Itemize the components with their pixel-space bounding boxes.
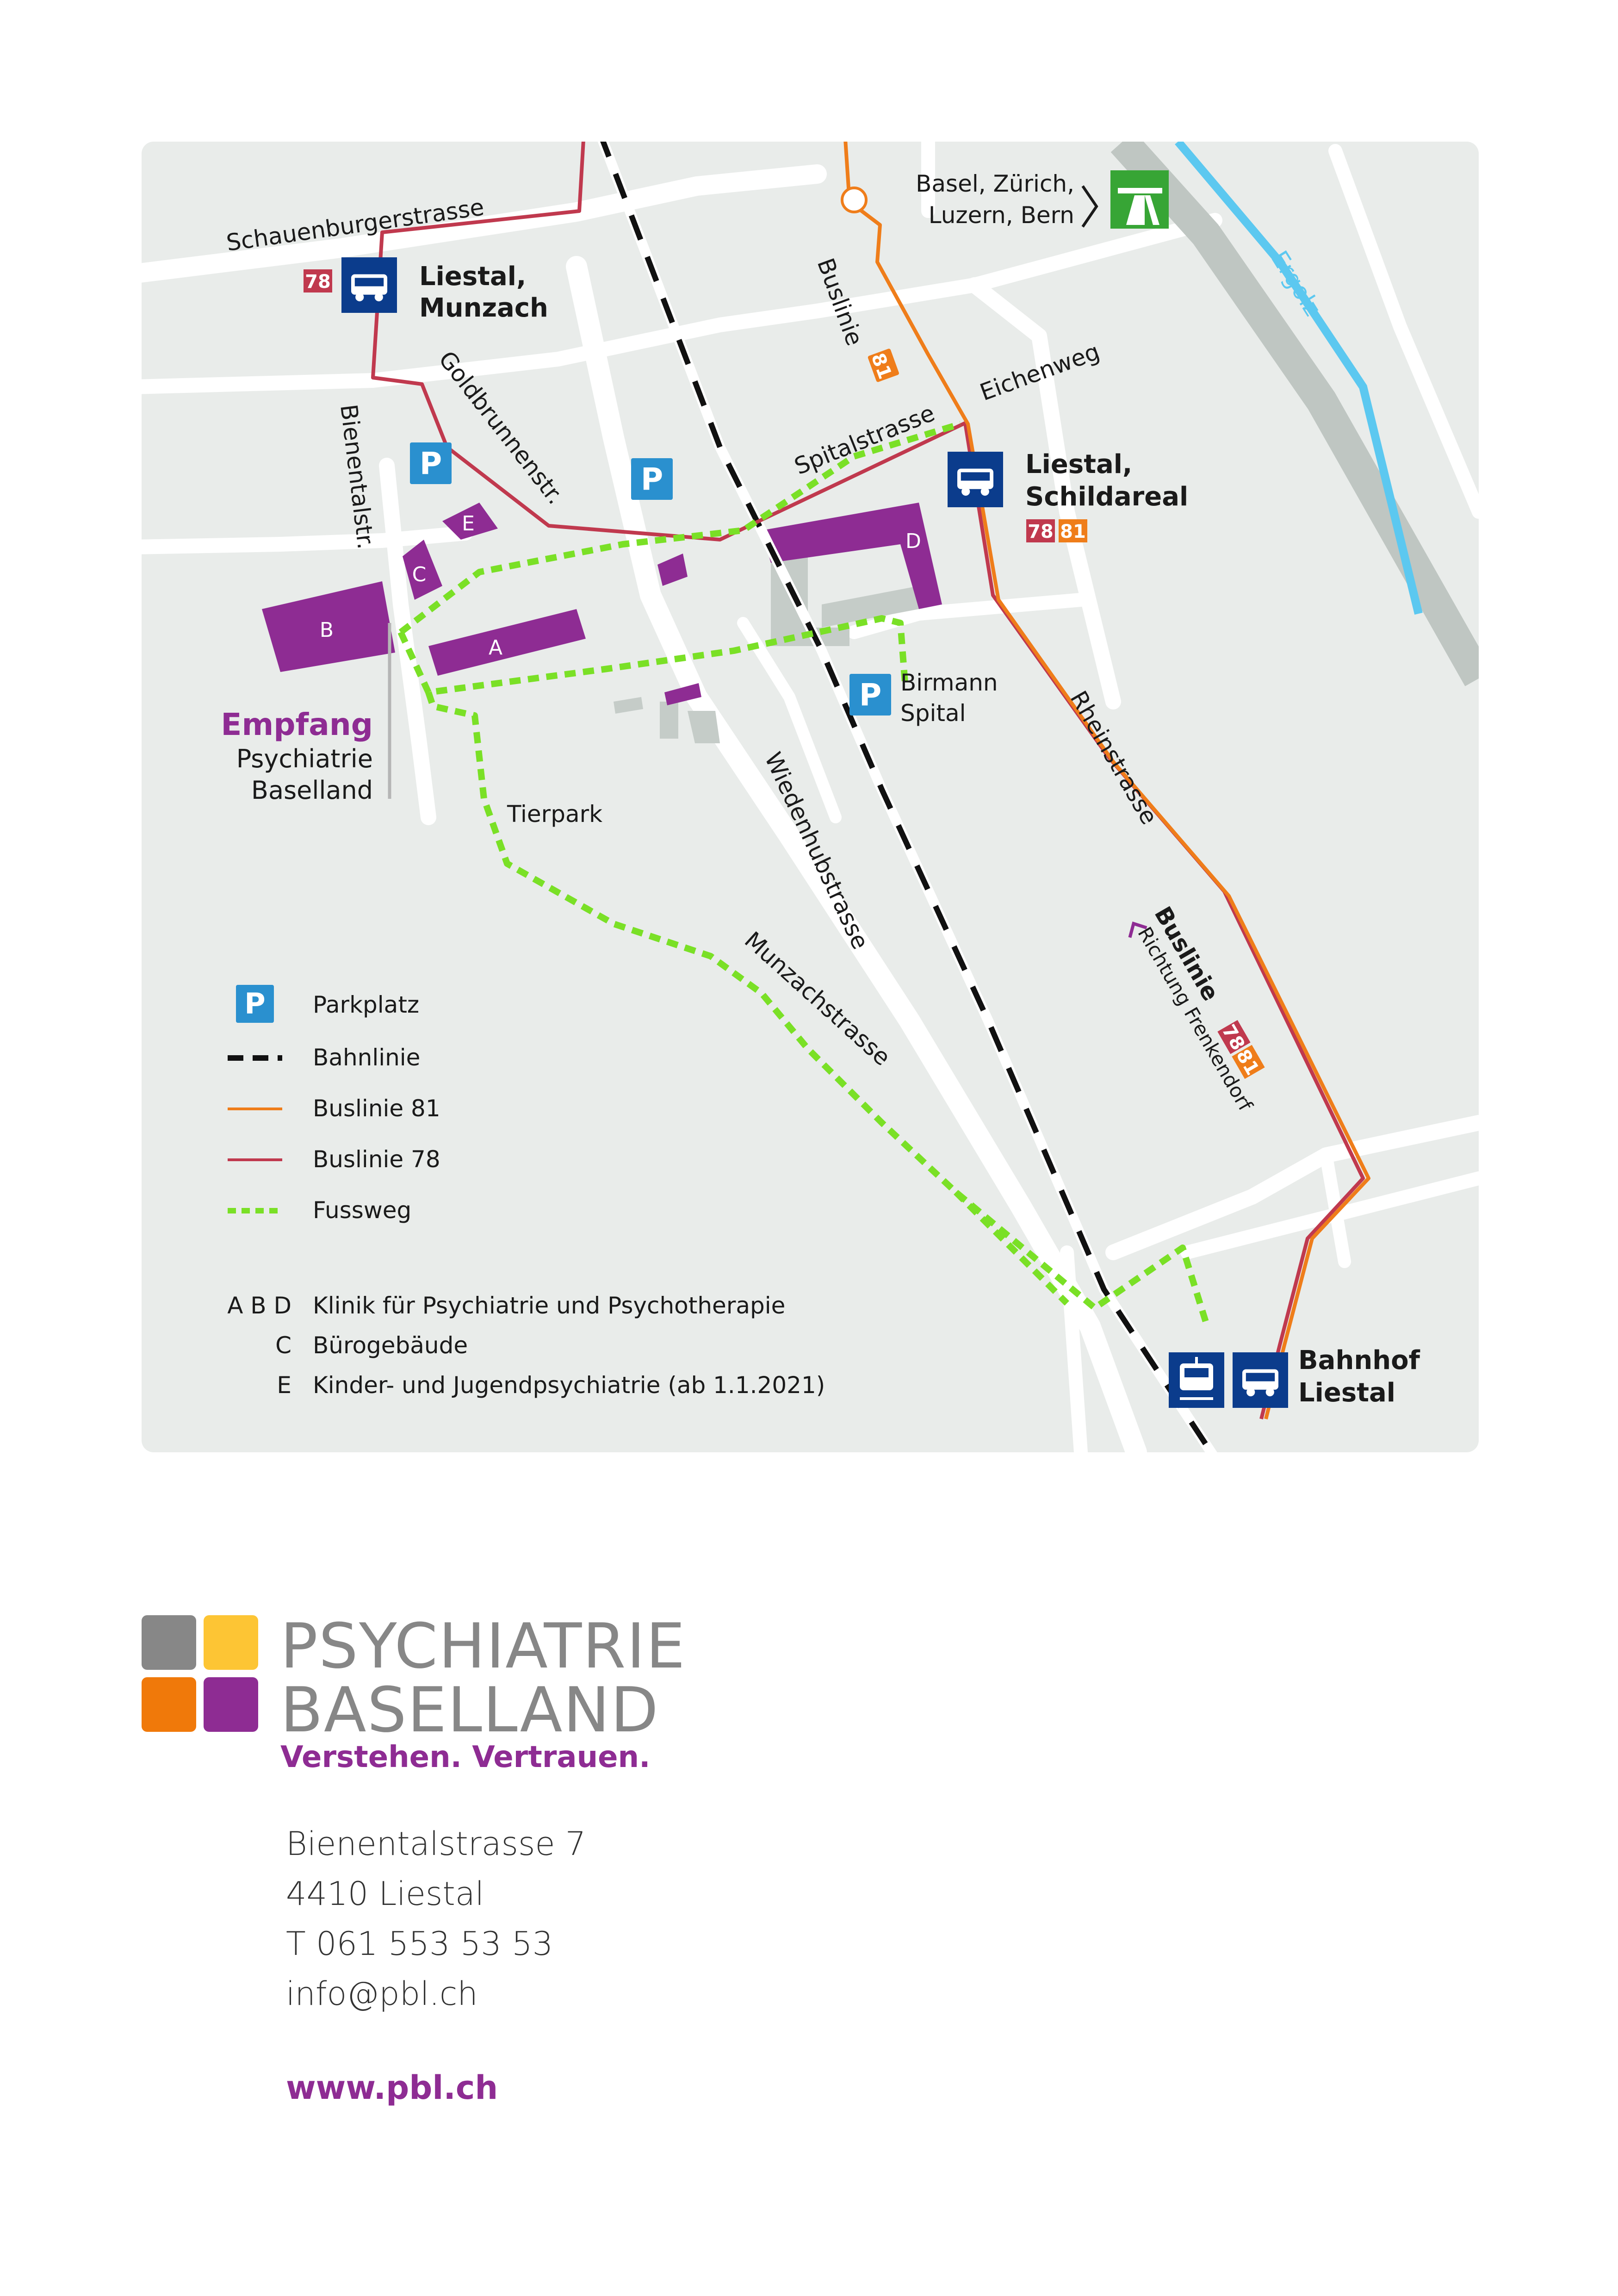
address-street: Bienentalstrasse 7 bbox=[286, 1825, 586, 1863]
logo-word-line2: BASELLAND bbox=[280, 1674, 659, 1746]
building-e bbox=[442, 503, 498, 540]
logo-square-yellow bbox=[204, 1615, 258, 1670]
highway-dest-line2: Luzern, Bern bbox=[929, 202, 1074, 229]
railway-dashes bbox=[600, 142, 1215, 1452]
empfang-line1: Psychiatrie bbox=[236, 744, 373, 773]
stop-schildareal-line2: Schildareal bbox=[1025, 482, 1188, 512]
stop-bahnhof-line1: Bahnhof bbox=[1298, 1345, 1420, 1375]
roundabout bbox=[841, 187, 868, 213]
legend-railway: Bahnlinie bbox=[228, 1044, 420, 1071]
building-c bbox=[403, 540, 442, 600]
building-label-d: D bbox=[905, 529, 921, 553]
legend-bus-78: Buslinie 78 bbox=[228, 1146, 440, 1173]
logo-square-purple bbox=[204, 1677, 258, 1732]
birmann-line2: Spital bbox=[900, 700, 966, 727]
logo-word-line1: PSYCHIATRIE bbox=[280, 1610, 686, 1682]
hospital-buildings bbox=[262, 503, 942, 705]
parking-2-symbol: P bbox=[641, 461, 663, 497]
legend-parking-symbol: P bbox=[244, 987, 265, 1020]
birmann-line1: Birmann bbox=[900, 669, 998, 696]
stop-schildareal-line1: Liestal, bbox=[1025, 449, 1132, 479]
building-small-1 bbox=[657, 554, 688, 586]
legend-code-e: E bbox=[277, 1372, 291, 1399]
motorway bbox=[1110, 142, 1479, 686]
building-b bbox=[262, 581, 395, 672]
address-phone: T 061 553 53 53 bbox=[286, 1925, 553, 1963]
map-canvas: Ergolz B A C E D Schauenburgerstrasse G bbox=[142, 142, 1479, 1452]
building-d bbox=[762, 503, 942, 609]
empfang-label: Empfang Psychiatrie Baselland bbox=[221, 623, 391, 805]
label-tierpark: Tierpark bbox=[507, 801, 602, 828]
contact-address: Bienentalstrasse 7 4410 Liestal T 061 55… bbox=[286, 1819, 586, 2019]
legend-code-abd: A B D bbox=[227, 1292, 291, 1319]
building-label-c: C bbox=[412, 563, 427, 586]
footpath bbox=[397, 421, 1209, 1323]
legend-railway-label: Bahnlinie bbox=[313, 1044, 420, 1071]
psychiatrie-baselland-logo: PSYCHIATRIE BASELLAND Verstehen. Vertrau… bbox=[142, 1615, 743, 1782]
highway-dest-line1: Basel, Zürich, bbox=[916, 170, 1074, 197]
grey-buildings bbox=[614, 549, 919, 743]
stop-munzach-line2: Munzach bbox=[419, 293, 548, 323]
website-link[interactable]: www.pbl.ch bbox=[286, 2069, 498, 2107]
badge-78-munzach: 78 bbox=[305, 271, 331, 292]
logo-tagline: Verstehen. Vertrauen. bbox=[280, 1740, 651, 1774]
empfang-line2: Baselland bbox=[251, 776, 373, 805]
building-label-a: A bbox=[489, 636, 502, 660]
building-small-2 bbox=[664, 683, 701, 705]
logo-square-grey bbox=[142, 1615, 196, 1670]
legend-bus-81-label: Buslinie 81 bbox=[313, 1095, 440, 1122]
motorway-icon bbox=[1110, 170, 1169, 229]
legend-footpath-label: Fussweg bbox=[313, 1197, 411, 1224]
train-icon bbox=[1180, 1357, 1213, 1400]
stop-munzach-line1: Liestal, bbox=[419, 261, 526, 292]
parking-1: P bbox=[410, 442, 452, 484]
legend-bus-78-label: Buslinie 78 bbox=[313, 1146, 440, 1173]
logo-square-orange bbox=[142, 1677, 196, 1732]
legend-code-abd-label: Klinik für Psychiatrie und Psychotherapi… bbox=[313, 1292, 785, 1319]
street-bienental: Bienentalstr. bbox=[335, 403, 379, 550]
building-label-b: B bbox=[320, 618, 334, 642]
badge-81-schildareal: 81 bbox=[1060, 521, 1086, 542]
parking-2: P bbox=[631, 458, 673, 500]
badge-78-schildareal: 78 bbox=[1028, 521, 1054, 542]
legend-parking: P Parkplatz bbox=[236, 985, 419, 1023]
parking-birmann: P Birmann Spital bbox=[849, 669, 998, 727]
legend-parking-label: Parkplatz bbox=[313, 991, 419, 1018]
legend-code-c: C bbox=[275, 1332, 291, 1359]
building-a bbox=[428, 609, 586, 676]
address-email[interactable]: info@pbl.ch bbox=[286, 1975, 478, 2013]
parking-1-symbol: P bbox=[420, 446, 442, 481]
legend-code-c-label: Bürogebäude bbox=[313, 1332, 468, 1359]
legend-bus-81: Buslinie 81 bbox=[228, 1095, 440, 1122]
site-map: Ergolz B A C E D Schauenburgerstrasse G bbox=[142, 142, 1479, 1452]
map-legend: P Parkplatz Bahnlinie Buslinie 81 Buslin… bbox=[227, 985, 825, 1399]
empfang-title: Empfang bbox=[221, 707, 373, 742]
bus-line-78 bbox=[371, 142, 1365, 1419]
address-city: 4410 Liestal bbox=[286, 1875, 484, 1913]
bus-stop-munzach: 78 Liestal, Munzach bbox=[304, 257, 548, 323]
legend-code-e-label: Kinder- und Jugendpsychiatrie (ab 1.1.20… bbox=[313, 1372, 825, 1399]
parking-birmann-symbol: P bbox=[859, 677, 881, 713]
river-ergolz bbox=[1175, 142, 1423, 615]
bus-line-81 bbox=[843, 142, 1370, 1419]
roads bbox=[142, 142, 1479, 1452]
highway-marker: Basel, Zürich, Luzern, Bern bbox=[916, 170, 1169, 229]
legend-footpath: Fussweg bbox=[228, 1197, 411, 1224]
station-bahnhof-liestal: Bahnhof Liestal bbox=[1169, 1345, 1420, 1408]
bus-stop-schildareal: Liestal, Schildareal 78 81 bbox=[948, 449, 1188, 542]
building-label-e: E bbox=[462, 512, 475, 535]
stop-bahnhof-line2: Liestal bbox=[1298, 1378, 1395, 1408]
